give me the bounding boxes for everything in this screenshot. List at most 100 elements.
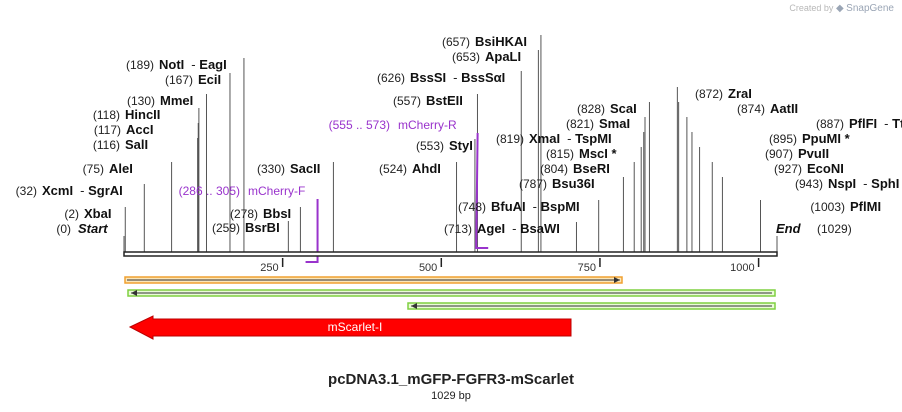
primer-arrow-mcherry-f [305,199,319,263]
site-position: (887) [816,117,844,131]
site-name-pflfi[interactable]: PflFI [849,116,877,131]
snapgene-logo-icon: ◆ [835,3,844,14]
site-position: (1003) [810,200,845,214]
credit-brand: SnapGene [846,3,894,14]
site-position: (653) [452,50,480,64]
site-position: (815) [546,147,574,161]
site-name-hincii[interactable]: HincII [125,107,160,122]
site-name-smai[interactable]: SmaI [599,116,630,131]
site-name-ahdi[interactable]: AhdI [412,161,441,176]
site-name-pflmi[interactable]: PflMI [850,199,881,214]
green-bar-arrowhead [131,290,137,296]
end-label: End [776,221,802,236]
site-position: (32) [16,184,37,198]
site-position: (2) [64,207,79,221]
site-name-bsss-i[interactable]: BssSαI [461,70,505,85]
map-title: pcDNA3.1_mGFP-FGFR3-mScarlet [328,371,574,388]
axis-tick-label: 1000 [730,262,754,274]
site-name-bsawi[interactable]: BsaWI [520,221,560,236]
site-name-sacii[interactable]: SacII [290,161,320,176]
primer-range: (555 .. 573) [329,118,390,132]
site-position: (804) [540,162,568,176]
site-position: (626) [377,71,405,85]
site-name-alei[interactable]: AleI [109,161,133,176]
site-name-mmei[interactable]: MmeI [160,93,193,108]
site-name-agei[interactable]: AgeI [477,221,505,236]
site-position: (557) [393,94,421,108]
site-dash: - [80,183,84,198]
site-name-pvuii[interactable]: PvuII [798,146,829,161]
end-position: (1029) [817,222,852,236]
site-name-scai[interactable]: ScaI [610,101,637,116]
site-name-tth111i[interactable]: Tth111I [892,116,902,131]
site-name-sali[interactable]: SalI [125,137,148,152]
site-position: (118) [93,108,120,122]
site-position: (117) [94,123,121,137]
site-position: (819) [496,132,524,146]
start-label: Start [78,221,108,236]
primer-arrow-mcherry-r [475,132,489,249]
site-name-econi[interactable]: EcoNI [807,161,844,176]
site-position: (895) [769,132,797,146]
site-dash: - [863,176,867,191]
primer-name-mcherry-r[interactable]: mCherry-R [398,118,457,132]
site-position: (872) [695,87,723,101]
site-position: (748) [458,200,486,214]
site-name-ppumi[interactable]: PpuMI * [802,131,851,146]
site-name-zrai[interactable]: ZraI [728,86,752,101]
feature-arrow-mscarlet-i[interactable] [128,315,572,340]
snapgene-credit: Created by ◆ SnapGene [789,3,894,14]
site-dash: - [512,221,516,236]
site-position: (130) [127,94,155,108]
site-dash: - [191,57,195,72]
axis-tick-label: 500 [419,262,437,274]
site-position: (524) [379,162,407,176]
site-position: (116) [93,138,120,152]
site-name-msci[interactable]: MscI * [579,146,618,161]
site-name-bspmi[interactable]: BspMI [541,199,580,214]
credit-prefix: Created by [789,3,834,13]
site-name-xcmi[interactable]: XcmI [42,183,73,198]
site-name-bfuai[interactable]: BfuAI [491,199,526,214]
site-position: (828) [577,102,605,116]
site-name-bsihkai[interactable]: BsiHKAI [475,34,527,49]
site-name-xmai[interactable]: XmaI [529,131,560,146]
site-position: (787) [519,177,547,191]
site-name-apali[interactable]: ApaLI [485,49,521,64]
site-position: (821) [566,117,594,131]
site-name-aatii[interactable]: AatII [770,101,798,116]
site-dash: - [884,116,888,131]
site-position: (167) [165,73,193,87]
primer-name-mcherry-f[interactable]: mCherry-F [248,184,305,198]
axis-tick-label: 250 [260,262,278,274]
site-position: (874) [737,102,765,116]
site-name-bsssi[interactable]: BssSI [410,70,446,85]
green-bar-arrowhead [411,303,417,309]
site-position: (189) [126,58,154,72]
orange-bar-arrowhead [614,277,620,283]
sequence-backbone [123,251,778,257]
site-name-bsrbi[interactable]: BsrBI [245,220,280,235]
site-name-styi[interactable]: StyI [449,138,473,153]
site-name-sphi[interactable]: SphI [871,176,899,191]
site-name-noti[interactable]: NotI [159,57,184,72]
site-name-bseri[interactable]: BseRI [573,161,610,176]
start-position: (0) [56,222,71,236]
site-position: (907) [765,147,793,161]
site-name-bsteii[interactable]: BstEII [426,93,463,108]
site-position: (927) [774,162,802,176]
site-name-nspi[interactable]: NspI [828,176,856,191]
site-name-xbai[interactable]: XbaI [84,206,111,221]
site-name-bsu36i[interactable]: Bsu36I [552,176,595,191]
site-name-eagi[interactable]: EagI [199,57,226,72]
site-dash: - [453,70,457,85]
feature-label-mscarlet-i: mScarlet-I [328,320,383,334]
site-name-tspmi[interactable]: TspMI [575,131,612,146]
site-position: (657) [442,35,470,49]
site-name-bbsi[interactable]: BbsI [263,206,291,221]
map-length: 1029 bp [431,390,471,402]
site-name-acci[interactable]: AccI [126,122,153,137]
site-name-sgrai[interactable]: SgrAI [88,183,123,198]
site-name-ecii[interactable]: EciI [198,72,221,87]
